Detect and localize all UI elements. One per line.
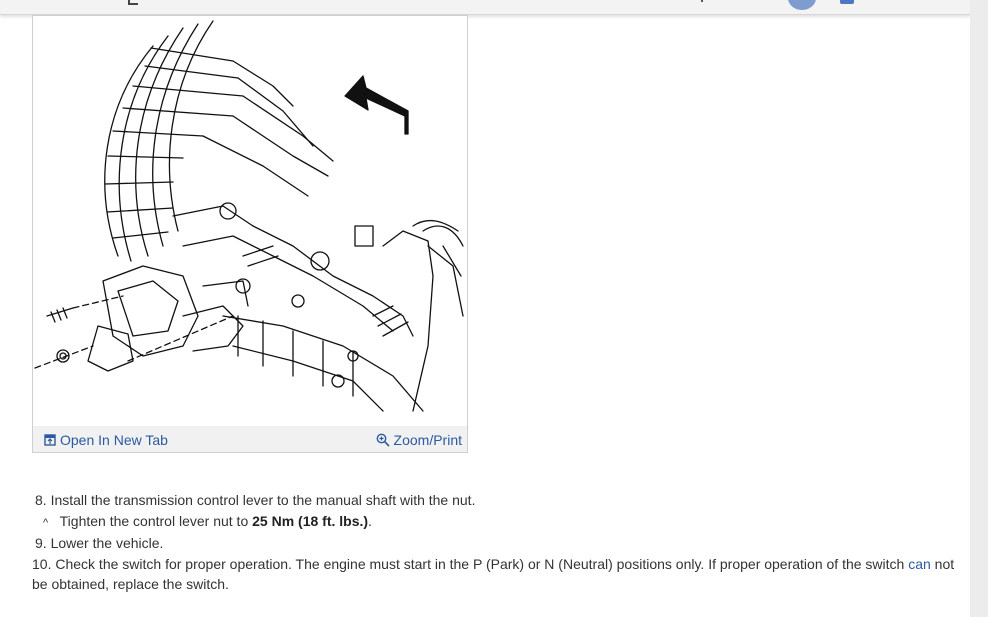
open-in-new-tab-icon — [44, 434, 56, 446]
step-9: 9. Lower the vehicle. — [32, 533, 962, 554]
step-text: Check the switch for proper operation. T… — [55, 555, 909, 572]
toolbar-fragment-icon — [128, 0, 138, 5]
top-toolbar — [0, 0, 970, 15]
zoom-print-link[interactable]: Zoom/Print — [376, 432, 462, 448]
step-10: 10. Check the switch for proper operatio… — [32, 554, 962, 595]
diagram-figure: Open In New Tab Zoom/Print — [32, 15, 468, 453]
step-8: 8. Install the transmission control leve… — [32, 490, 962, 511]
open-in-new-tab-link[interactable]: Open In New Tab — [44, 432, 168, 448]
step-number: 10. — [32, 555, 52, 572]
transmission-diagram-image — [34, 20, 464, 412]
step-number: 8. — [35, 492, 47, 508]
step-8-substep: ^ Tighten the control lever nut to 25 Nm… — [32, 511, 962, 534]
torque-spec: 25 Nm (18 ft. lbs.) — [252, 512, 369, 529]
step-text: Lower the vehicle. — [50, 535, 164, 551]
message-icon[interactable] — [838, 0, 858, 6]
figure-toolbar: Open In New Tab Zoom/Print — [33, 426, 467, 452]
step-text-end: not be obtained, replace the switch. — [32, 555, 955, 593]
step-text: Install the transmission control lever t… — [50, 492, 476, 508]
inline-link-can[interactable]: can — [908, 555, 931, 572]
procedure-steps: 8. Install the transmission control leve… — [32, 490, 962, 595]
caret-icon: ^ — [43, 516, 49, 529]
substep-text: Tighten the control lever nut to — [59, 512, 253, 529]
toolbar-fragment-mark — [701, 0, 703, 2]
avatar-icon[interactable] — [788, 0, 816, 10]
zoom-print-label: Zoom/Print — [393, 432, 462, 448]
page-scrollbar-area[interactable] — [970, 0, 988, 617]
step-number: 9. — [35, 535, 47, 551]
substep-period: . — [368, 512, 372, 529]
open-in-new-tab-label: Open In New Tab — [60, 432, 168, 448]
zoom-icon — [376, 433, 390, 447]
